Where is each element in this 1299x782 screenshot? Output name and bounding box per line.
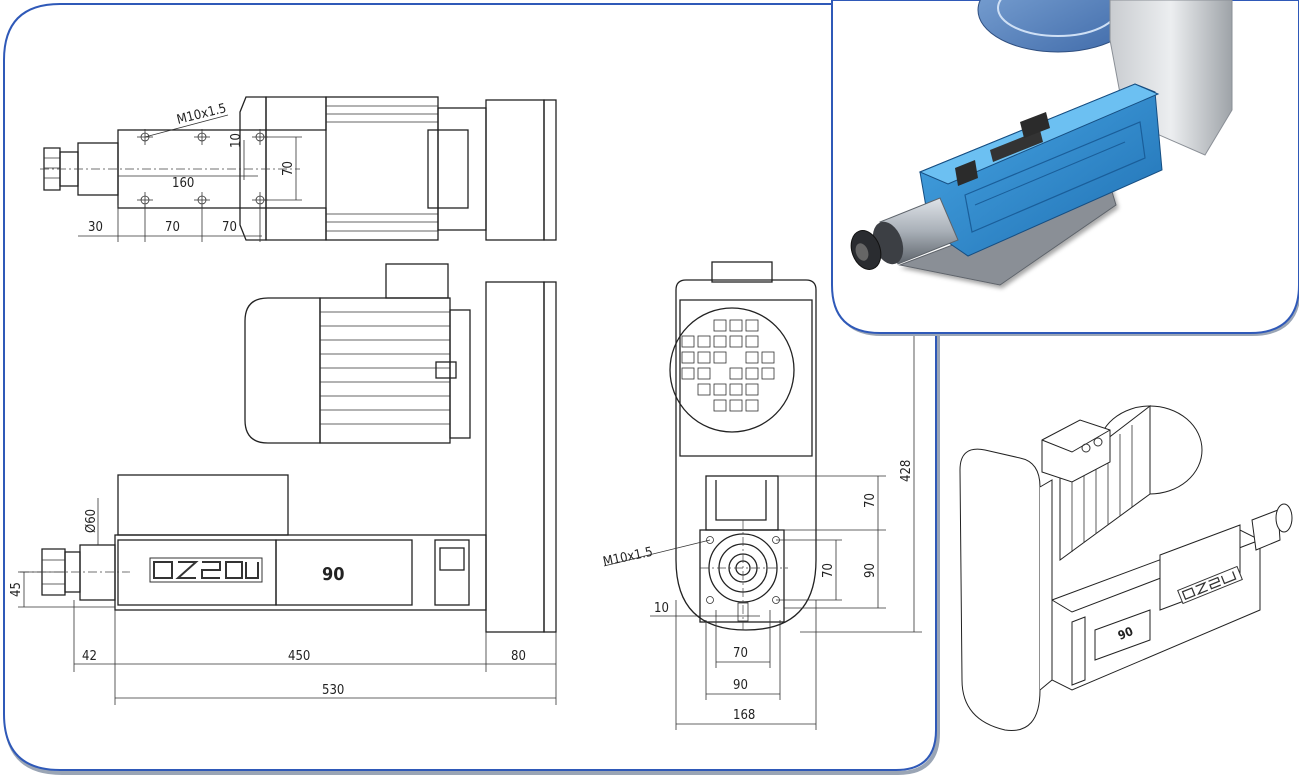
- fan-grid-square: [697, 351, 711, 364]
- dim-168: 168: [733, 708, 755, 723]
- fan-cover-grid: [681, 319, 775, 412]
- side-badge-number: 90: [322, 564, 345, 585]
- fan-grid-square: [681, 367, 695, 380]
- dim-30: 30: [88, 220, 103, 235]
- dim-90-end-bottom: 90: [733, 678, 748, 693]
- end-view-drawing: M10x1.5 10 70 90 70 428 70 90 168: [602, 261, 922, 730]
- fan-grid-square: [681, 335, 695, 348]
- fan-grid-square: [697, 383, 711, 396]
- render-logo: [1177, 565, 1243, 605]
- fan-grid-square: [713, 383, 727, 396]
- fan-grid-square: [729, 367, 743, 380]
- fan-grid-square: [745, 367, 759, 380]
- fan-grid-square: [745, 351, 759, 364]
- dim-45: 45: [9, 582, 24, 597]
- dim-70-b: 70: [222, 220, 237, 235]
- dim-10-end: 10: [654, 601, 669, 616]
- fan-grid-square: [697, 335, 711, 348]
- fan-grid-square: [729, 383, 743, 396]
- fan-grid-square: [761, 351, 775, 364]
- fan-grid-square: [729, 335, 743, 348]
- fan-grid-square: [745, 335, 759, 348]
- fan-grid-square: [761, 367, 775, 380]
- dim-160: 160: [172, 176, 194, 191]
- dim-70-vertical: 70: [281, 161, 296, 176]
- dim-90-end-vertical: 90: [863, 563, 878, 578]
- product-photo-inset: [831, 0, 1299, 336]
- dim-428: 428: [899, 460, 914, 482]
- dim-80: 80: [511, 649, 526, 664]
- drawing-frame: [3, 3, 940, 775]
- fan-grid-square: [713, 399, 727, 412]
- fan-grid-square: [697, 367, 711, 380]
- fan-grid-square: [713, 351, 727, 364]
- dim-70-a: 70: [165, 220, 180, 235]
- dim-42: 42: [82, 649, 97, 664]
- fan-grid-square: [745, 383, 759, 396]
- dim-530: 530: [322, 683, 344, 698]
- fan-grid-square: [729, 399, 743, 412]
- fan-grid-square: [681, 351, 695, 364]
- fan-grid-square: [729, 319, 743, 332]
- dim-70-end-inner: 70: [821, 563, 836, 578]
- fan-grid-square: [745, 319, 759, 332]
- ozcan-logo: [149, 557, 263, 583]
- dim-10: 10: [229, 133, 244, 148]
- dim-450: 450: [288, 649, 310, 664]
- fan-grid-square: [713, 319, 727, 332]
- render-badge-number: 90: [1116, 624, 1135, 643]
- dim-70-end-bottom: 70: [733, 646, 748, 661]
- isometric-line-render: 90: [959, 404, 1293, 731]
- dim-70-end-top: 70: [863, 493, 878, 508]
- side-view-drawing: 90 Ø60 45 42 450 80 530: [9, 263, 557, 705]
- dim-diameter-60: Ø60: [84, 509, 99, 533]
- fan-grid-square: [713, 335, 727, 348]
- fan-grid-square: [745, 399, 759, 412]
